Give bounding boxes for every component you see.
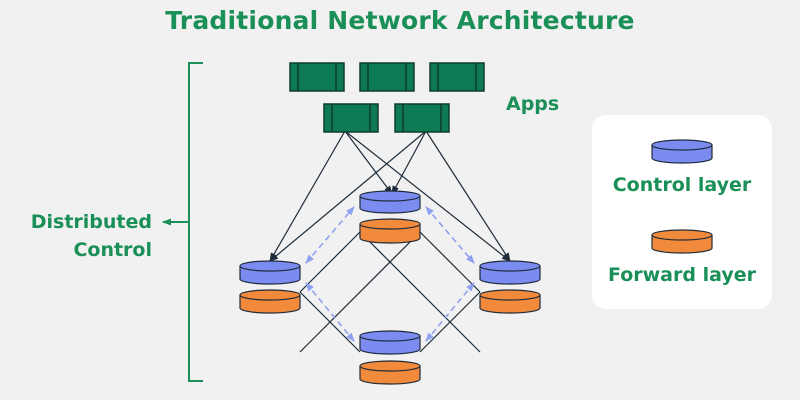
control-layer-swatch [651,139,713,164]
network-node-left [239,260,301,314]
control-disk [359,190,421,214]
app-block-1 [289,62,345,92]
app-block-4 [323,103,379,133]
legend-swatches [651,139,713,254]
network-node-right [479,260,541,314]
forward-disk [479,289,541,314]
app-block-3 [429,62,485,92]
distributed-control-line-1: Distributed [30,211,152,233]
app-control-arrows [269,130,511,262]
forward-disk [359,218,421,244]
distributed-control-bracket [162,62,203,382]
legend: Control layer Forward layer [592,115,772,309]
network-node-bottom [359,330,421,385]
apps-label: Apps [506,93,560,115]
control-disk [479,260,541,285]
forward-layer-swatch [651,229,713,254]
network-node-top [359,190,421,244]
peer-control-links [305,206,475,342]
legend-forward-layer-label: Forward layer [608,264,756,286]
app-block-5 [394,103,450,133]
distributed-control-label: Distributed Control [6,208,152,264]
distributed-control-line-2: Control [73,239,152,261]
app-block-2 [359,62,415,92]
control-disk [239,260,301,285]
forward-disk [359,360,421,385]
control-disk [359,330,421,355]
forward-disk [239,289,301,314]
legend-control-layer-label: Control layer [612,174,752,196]
diagram-title: Traditional Network Architecture [165,6,635,35]
